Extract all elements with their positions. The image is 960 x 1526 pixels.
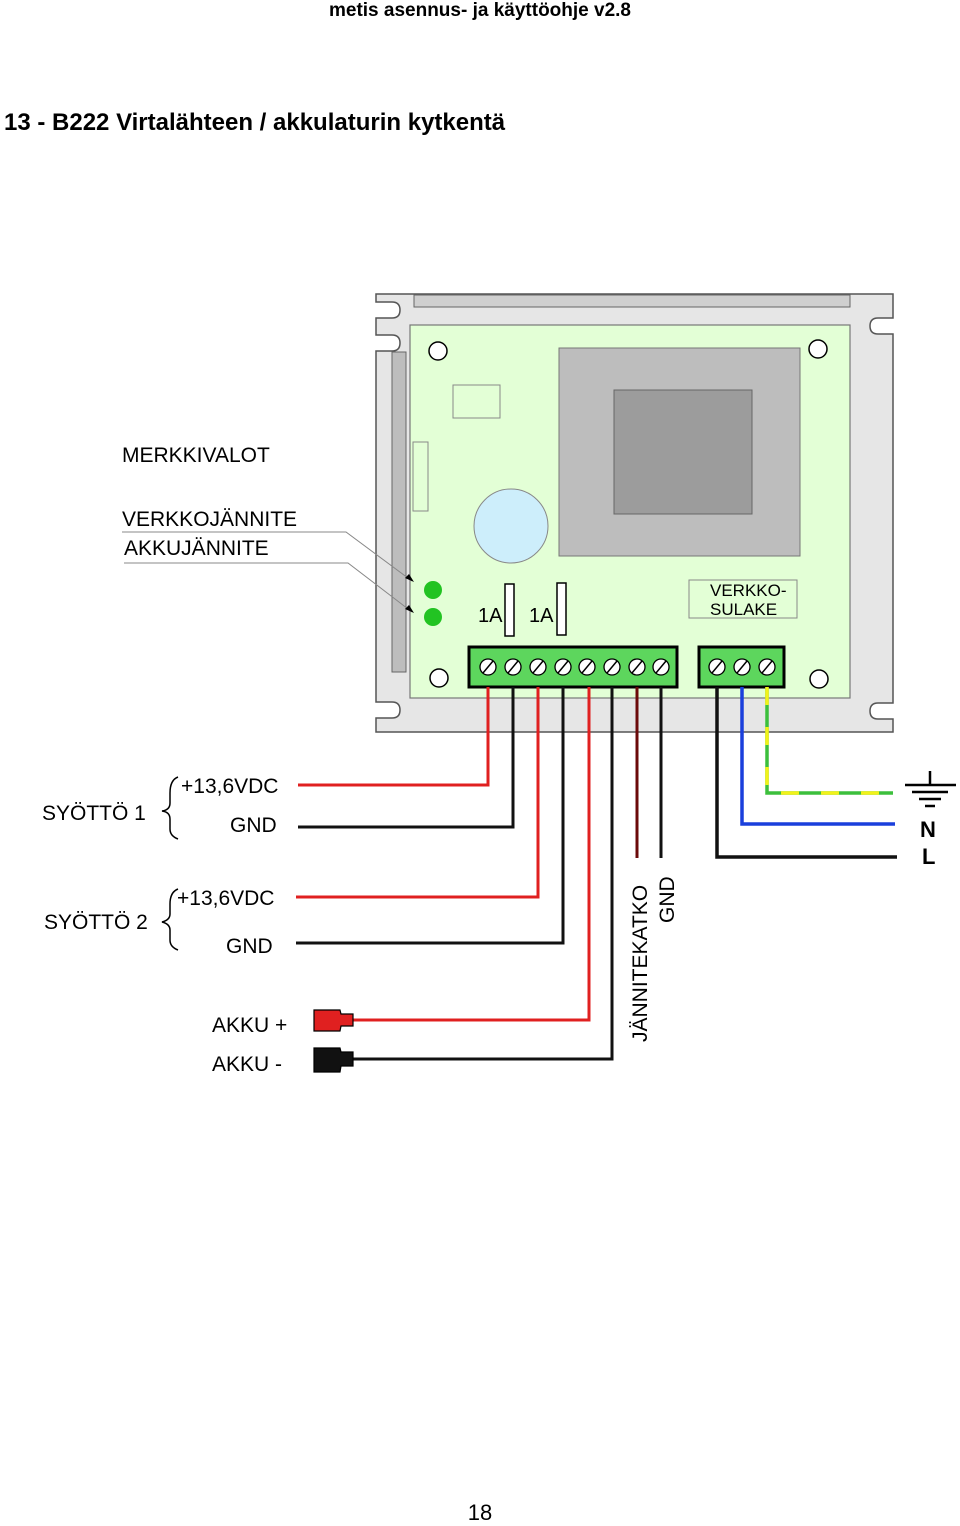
earth-ground-icon	[905, 771, 956, 808]
cutoff-ground-label: GND	[656, 876, 679, 923]
supply-2-positive-wire	[296, 687, 540, 899]
fuse-1	[504, 583, 515, 637]
neutral-label: N	[920, 817, 936, 842]
battery-negative-label: AKKU -	[212, 1053, 282, 1076]
mains-led	[424, 581, 442, 599]
fuse-1-label: 1A	[478, 605, 503, 627]
voltage-cutoff-label: JÄNNITEKATKO	[629, 885, 652, 1042]
supply-2-ground-label: GND	[226, 935, 273, 958]
supply-1-label: SYÖTTÖ 1	[42, 802, 146, 825]
section-title: 13 - B222 Virtalähteen / akkulaturin kyt…	[4, 109, 506, 136]
page-number: 18	[467, 1500, 493, 1525]
pcb-connector	[412, 441, 429, 512]
mains-led-leader	[122, 531, 413, 582]
battery-positive-label: AKKU +	[212, 1014, 287, 1037]
earth-wire	[765, 687, 893, 795]
supply-2-label: SYÖTTÖ 2	[44, 911, 148, 934]
fuse-2-label: 1A	[529, 605, 554, 627]
supply-1-brace	[161, 776, 179, 840]
mains-led-arrow	[405, 574, 414, 582]
live-wire	[715, 687, 897, 859]
mains-fuse-box	[688, 579, 798, 619]
mounting-hole	[808, 339, 828, 359]
mounting-hole	[809, 669, 829, 689]
mounting-hole	[429, 668, 449, 688]
supply-2-brace	[161, 888, 179, 951]
enclosure-top-rail	[413, 294, 851, 308]
battery-led-arrow	[405, 605, 414, 613]
mounting-hole	[428, 341, 448, 361]
enclosure-side-rail	[391, 351, 407, 673]
battery-led-leader	[124, 562, 413, 613]
supply-1-positive-wire	[298, 687, 490, 787]
supply-1-ground-wire	[298, 687, 515, 829]
supply-2-ground-wire	[296, 687, 565, 945]
indicator-group-title: MERKKIVALOT	[122, 444, 270, 467]
transformer-core	[613, 389, 753, 515]
supply-2-positive-label: +13,6VDC	[177, 887, 274, 910]
mains-fuse-label-line-1: VERKKO-	[710, 581, 787, 600]
battery-positive-wire	[352, 687, 591, 1022]
battery-indicator-label: AKKUJÄNNITE	[124, 537, 269, 560]
battery-negative-wire	[352, 687, 614, 1061]
mains-indicator-label: VERKKOJÄNNITE	[122, 508, 297, 531]
battery-led	[424, 608, 442, 626]
neutral-wire	[740, 687, 895, 826]
fuse-2	[556, 582, 567, 636]
low-voltage-terminal-block	[467, 645, 679, 689]
live-label: L	[922, 844, 935, 869]
battery-negative-connector	[313, 1047, 354, 1073]
document-header: metis asennus- ja käyttöohje v2.8	[328, 0, 631, 21]
battery-positive-connector	[313, 1009, 354, 1032]
pcb-component	[452, 384, 501, 419]
mains-terminal-block	[697, 645, 786, 689]
supply-1-positive-label: +13,6VDC	[181, 775, 278, 798]
capacitor	[473, 488, 549, 564]
mains-fuse-label-line-2: SULAKE	[710, 600, 777, 619]
supply-1-ground-label: GND	[230, 814, 277, 837]
